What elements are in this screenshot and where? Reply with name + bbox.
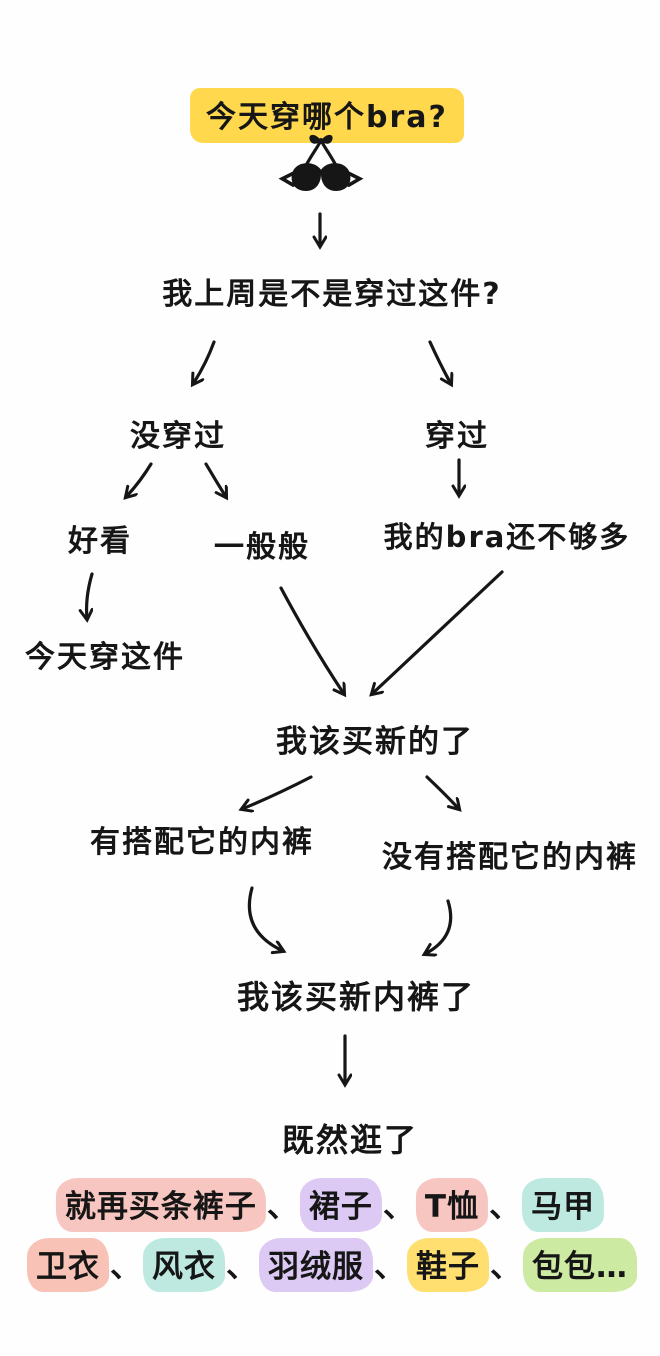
- shopping-line-1: 就再买条裤子、裙子、T恤、马甲: [55, 1178, 605, 1232]
- shopping-line-2: 卫衣、风衣、羽绒服、鞋子、包包…: [27, 1238, 637, 1292]
- arrow-matching-to-buyunderwear: [247, 886, 283, 951]
- shopping-item-highlight: 卫衣: [27, 1238, 109, 1292]
- shopping-separator: 、: [490, 1249, 522, 1285]
- arrow-question-to-worn: [428, 340, 451, 384]
- arrow-buynew-to-nomatching: [425, 775, 459, 809]
- shopping-item-highlight: T恤: [415, 1178, 489, 1232]
- node-since-shopping: 既然逛了: [281, 1121, 419, 1159]
- shopping-item-highlight: 鞋子: [407, 1238, 489, 1292]
- page-title: 今天穿哪个bra?: [190, 88, 464, 143]
- node-has-matching-underwear: 有搭配它的内裤: [90, 825, 314, 860]
- arrow-soso-to-buynew: [279, 586, 344, 694]
- arrow-question-to-notworn: [193, 340, 216, 384]
- node-looks-good: 好看: [68, 524, 132, 559]
- arrow-notenough-to-buynew: [372, 570, 504, 694]
- shopping-separator: 、: [382, 1189, 415, 1225]
- bra-icon: [278, 134, 364, 191]
- node-buy-new-bra: 我该买新的了: [276, 724, 474, 760]
- shopping-item-highlight: 风衣: [143, 1238, 225, 1292]
- node-worn: 穿过: [425, 419, 489, 454]
- shopping-item-highlight: 就再买条裤子: [55, 1178, 266, 1232]
- arrow-nomatching-to-buyunderwear: [425, 899, 453, 954]
- shopping-separator: 、: [489, 1189, 522, 1225]
- arrow-buynew-to-matching: [242, 775, 313, 809]
- node-not-worn: 没穿过: [130, 419, 226, 454]
- shopping-separator: 、: [226, 1249, 258, 1285]
- node-no-matching-underwear: 没有搭配它的内裤: [382, 840, 638, 875]
- node-buy-new-underwear: 我该买新内裤了: [236, 978, 476, 1016]
- shopping-separator: 、: [266, 1189, 299, 1225]
- shopping-item-highlight: 包包…: [523, 1238, 637, 1292]
- arrow-notworn-to-good: [126, 462, 153, 497]
- arrow-notworn-to-soso: [204, 462, 226, 497]
- shopping-item-highlight: 羽绒服: [259, 1238, 373, 1292]
- node-wear-this-today: 今天穿这件: [25, 640, 185, 675]
- node-so-so: 一般般: [214, 530, 310, 565]
- shopping-item-highlight: 马甲: [522, 1178, 605, 1232]
- node-question: 我上周是不是穿过这件?: [162, 277, 502, 312]
- shopping-separator: 、: [110, 1249, 142, 1285]
- shopping-separator: 、: [374, 1249, 406, 1285]
- arrow-good-to-weartoday: [87, 572, 92, 619]
- shopping-item-highlight: 裙子: [299, 1178, 382, 1232]
- node-not-enough-bras: 我的bra还不够多: [383, 520, 631, 554]
